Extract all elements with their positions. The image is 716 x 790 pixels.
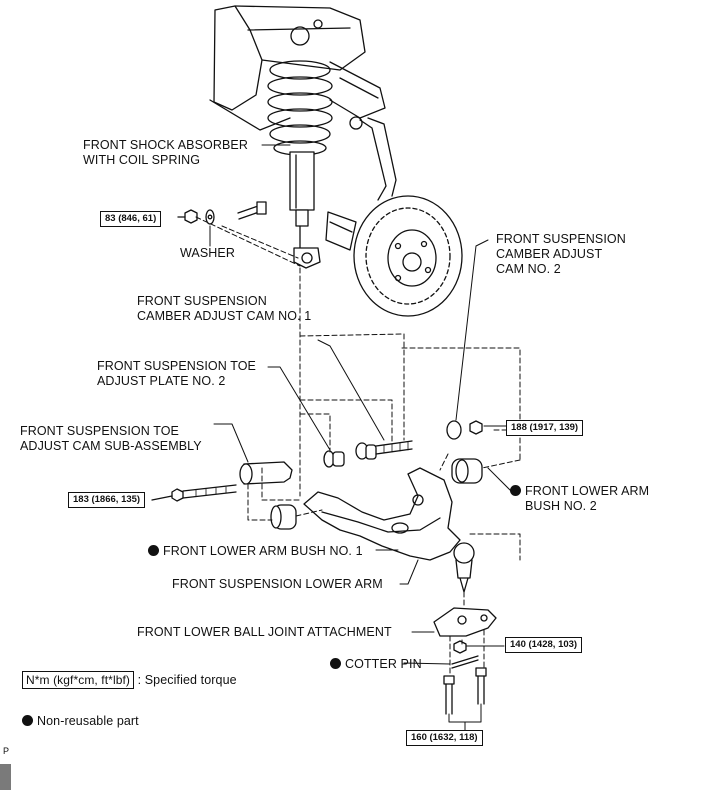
shock-hardware: [184, 201, 267, 225]
bushes: [270, 458, 483, 530]
cam-hardware: [323, 420, 483, 468]
torque-toe-bolt: 183 (1866, 135): [68, 492, 146, 508]
legend-non-reusable: Non-reusable part: [22, 714, 139, 729]
shock-absorber: [289, 151, 321, 269]
lower-arm: [303, 467, 461, 561]
label-lower-arm-bush-2: FRONT LOWER ARM BUSH NO. 2: [510, 484, 649, 514]
torque-shock-nut: 83 (846, 61): [100, 211, 162, 227]
torque-cam2-nut: 188 (1917, 139): [506, 420, 584, 436]
label-line: FRONT SUSPENSION: [137, 294, 267, 308]
ball-joint: [453, 542, 475, 593]
label-line: FRONT SUSPENSION TOE: [20, 424, 179, 438]
cotter-pin-shape: [451, 655, 479, 669]
label-line: FRONT SUSPENSION: [496, 232, 626, 246]
frame-mount: [209, 5, 366, 131]
label-lower-arm-bush-1: FRONT LOWER ARM BUSH NO. 1: [148, 544, 363, 559]
label-ball-joint-attachment: FRONT LOWER BALL JOINT ATTACHMENT: [137, 625, 392, 639]
legend-text: Non-reusable part: [37, 714, 139, 728]
label-shock-absorber: FRONT SHOCK ABSORBER WITH COIL SPRING: [83, 138, 248, 168]
label-line: FRONT SUSPENSION TOE: [97, 359, 256, 373]
label-camber-cam-1: FRONT SUSPENSION CAMBER ADJUST CAM NO. 1: [137, 294, 311, 324]
legend-torque-desc: : Specified torque: [137, 673, 237, 687]
torque-attachment-bolts: 160 (1632, 118): [406, 730, 483, 746]
label-toe-cam-sub: FRONT SUSPENSION TOE ADJUST CAM SUB-ASSE…: [20, 424, 202, 454]
label-text: COTTER PIN: [345, 657, 422, 671]
corner-mark: P: [3, 746, 10, 756]
label-line: ADJUST CAM SUB-ASSEMBLY: [20, 439, 202, 453]
non-reusable-icon: [330, 658, 341, 669]
label-line: CAM NO. 2: [496, 262, 561, 276]
legend-torque-box: N*m (kgf*cm, ft*lbf): [22, 671, 135, 689]
label-toe-plate-2: FRONT SUSPENSION TOE ADJUST PLATE NO. 2: [97, 359, 256, 389]
knuckle-hub: [325, 117, 463, 317]
coil-spring: [267, 60, 333, 156]
non-reusable-icon: [510, 485, 521, 496]
label-camber-cam-2: FRONT SUSPENSION CAMBER ADJUST CAM NO. 2: [496, 232, 626, 277]
leader-lines: [209, 144, 511, 731]
label-line: ADJUST PLATE NO. 2: [97, 374, 226, 388]
label-line: BUSH NO. 2: [525, 499, 597, 513]
corner-block: [0, 764, 11, 790]
toe-cam-bolt: [171, 461, 293, 502]
label-line: FRONT SHOCK ABSORBER: [83, 138, 248, 152]
ball-joint-attachment: [433, 607, 497, 654]
label-text: FRONT LOWER ARM BUSH NO. 1: [163, 544, 363, 558]
label-cotter-pin: COTTER PIN: [330, 657, 422, 672]
torque-ball-joint-nut: 140 (1428, 103): [505, 637, 583, 653]
label-line: WITH COIL SPRING: [83, 153, 201, 167]
label-line: CAMBER ADJUST CAM NO. 1: [137, 309, 312, 323]
non-reusable-icon: [148, 545, 159, 556]
legend-torque: N*m (kgf*cm, ft*lbf) : Specified torque: [22, 671, 237, 689]
label-washer: WASHER: [180, 246, 236, 260]
non-reusable-icon: [22, 715, 33, 726]
attachment-bolts: [443, 667, 487, 715]
label-line: FRONT LOWER ARM: [525, 484, 650, 498]
label-lower-arm: FRONT SUSPENSION LOWER ARM: [172, 577, 383, 591]
label-line: CAMBER ADJUST: [496, 247, 603, 261]
upper-control-arm: [329, 61, 386, 130]
